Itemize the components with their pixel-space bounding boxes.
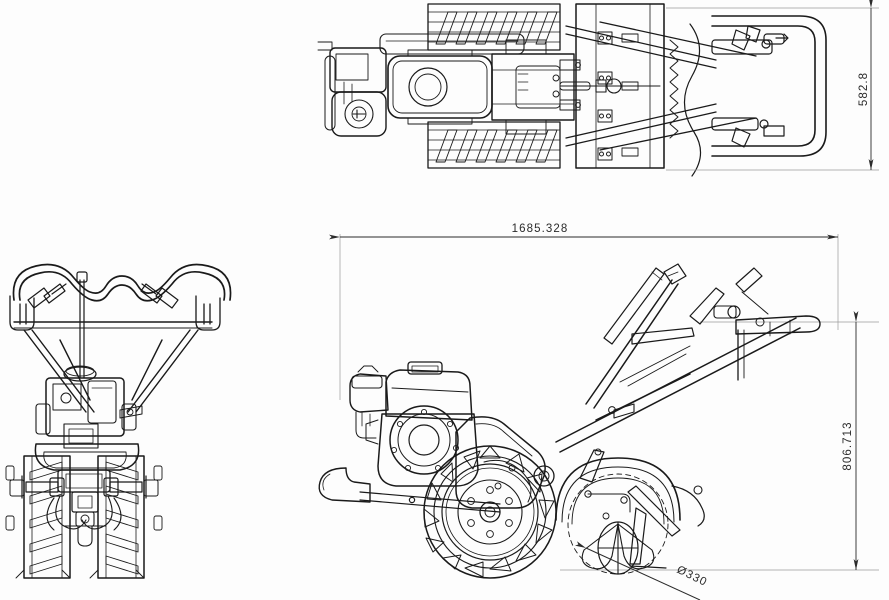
side-view-frame (359, 491, 501, 513)
top-view-shroud (317, 33, 525, 55)
top-view-wheel-upper (427, 3, 561, 51)
front-view-handlebar (12, 263, 232, 302)
top-view-control-levers (711, 25, 789, 148)
front-view-engine (35, 365, 143, 449)
dimension-label-length: 1685.328 (512, 223, 569, 235)
front-view-levers (27, 283, 179, 309)
top-view-transmission (491, 39, 575, 135)
side-view-fuel-tank (385, 361, 473, 421)
front-view-wheel-right (89, 455, 163, 579)
side-view (318, 263, 821, 579)
side-view-throttle-cable (619, 345, 691, 387)
side-view-transmission (455, 416, 555, 509)
top-view-handlebar-loop (711, 15, 827, 157)
top-view-handlebar-arms (565, 21, 757, 151)
front-view-grips (9, 295, 221, 331)
top-view-depth-stake (552, 74, 661, 98)
side-view-rim (441, 463, 539, 561)
top-view-frame-links (559, 59, 581, 111)
front-view-handle-stems (23, 329, 199, 413)
side-view-shift-lever (663, 263, 687, 285)
side-view-tyre-lugs (423, 445, 555, 578)
dimension-height-overall: 806.713 (560, 311, 879, 571)
front-view (5, 263, 232, 579)
dimension-label-width: 582.8 (858, 72, 870, 106)
top-view-throttle-cable (683, 23, 702, 177)
top-view-air-cleaner (324, 47, 387, 137)
front-view-centre-rod (76, 271, 88, 379)
top-view-wheel-lower (427, 121, 561, 169)
side-view-recoil-starter (389, 405, 459, 475)
top-view-hood-bolts (597, 31, 613, 161)
side-view-air-cleaner (349, 365, 389, 439)
side-view-rotor-tines (581, 521, 655, 575)
dimension-length-overall: 1685.328 (329, 223, 839, 400)
side-view-hub-bolts (467, 486, 513, 538)
side-view-throttle-rod (603, 267, 665, 345)
side-view-hub (479, 501, 501, 523)
side-view-tine-circle (567, 473, 669, 575)
side-view-muffler (318, 467, 371, 503)
top-view (317, 3, 827, 177)
dimension-label-height: 806.713 (842, 421, 854, 470)
side-view-wheel (423, 445, 557, 579)
front-view-wheel-left (5, 455, 71, 579)
dimension-width-overall: 582.8 (666, 0, 879, 171)
side-view-handlebar (555, 279, 801, 453)
side-view-tiller-hood (555, 448, 705, 575)
side-view-grip-controls (608, 267, 821, 419)
front-view-tines (46, 495, 122, 531)
